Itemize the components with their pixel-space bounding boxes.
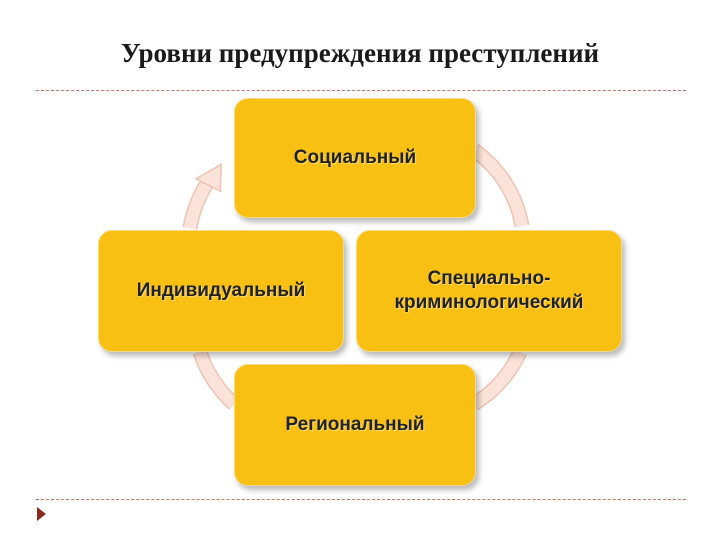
bottom-divider [36, 499, 686, 500]
level-regional-box: Региональный [234, 364, 476, 486]
level-special-criminological-box: Специально- криминологический [356, 230, 622, 352]
cycle-arrowhead-icon [194, 163, 222, 193]
level-individual-box: Индивидуальный [98, 230, 344, 352]
top-divider [36, 90, 686, 91]
triangle-right-icon[interactable] [37, 507, 46, 521]
ring-arc-bottom-left-fill [194, 349, 239, 409]
ring-arc-bottom-right-fill [470, 349, 526, 410]
level-social-box: Социальный [234, 98, 476, 218]
ring-arc-top-right-fill [470, 145, 528, 228]
page-title: Уровни предупреждения преступлений [120, 38, 600, 68]
